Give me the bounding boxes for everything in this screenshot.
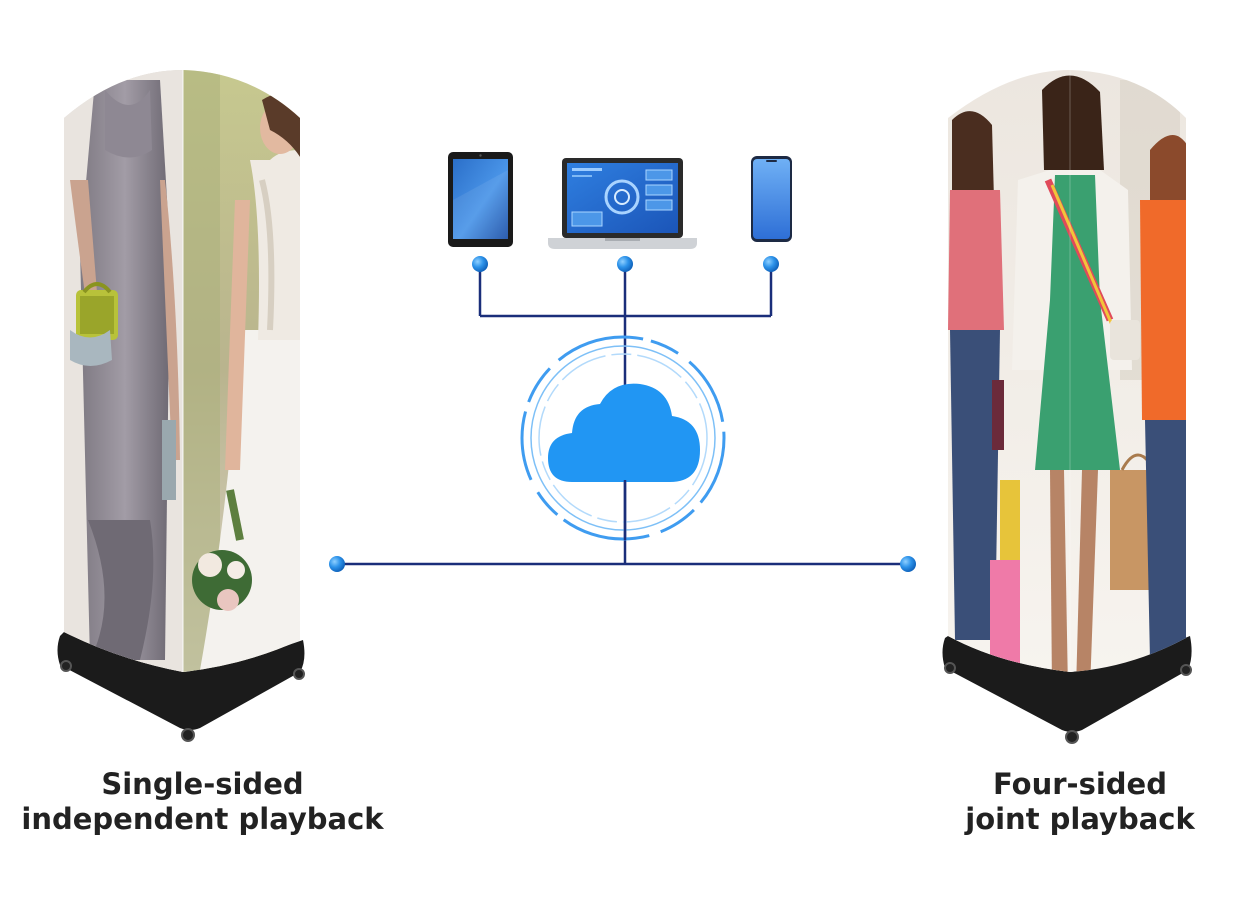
- left-face-fashion-image: [64, 70, 183, 672]
- laptop-node: [617, 256, 633, 272]
- device-nodes: [329, 256, 916, 572]
- cloud-hub: [520, 335, 726, 541]
- right-shopping-image: [948, 70, 1186, 672]
- right-display-caption: Four-sided joint playback: [920, 767, 1240, 837]
- left-wheel-front: [181, 728, 195, 742]
- hub-ring-middle: [530, 345, 716, 531]
- right-caption-line-1: Four-sided: [993, 767, 1167, 801]
- right-caption-line-2: joint playback: [965, 802, 1195, 836]
- left-caption-line-2: independent playback: [21, 802, 384, 836]
- right-wheel-right: [1180, 664, 1192, 676]
- right-wheel-left: [944, 662, 956, 674]
- left-wheel-left: [60, 660, 72, 672]
- tablet-icon: [448, 152, 513, 247]
- phone-node: [763, 256, 779, 272]
- right-display-base: [942, 636, 1192, 732]
- right-led-display: [942, 70, 1192, 744]
- left-display-node: [329, 556, 345, 572]
- left-display-caption: Single-sided independent playback: [20, 767, 385, 837]
- left-led-display: [57, 70, 305, 742]
- hub-ring-outer: [520, 335, 726, 541]
- right-wheel-front: [1065, 730, 1079, 744]
- left-display-base: [57, 632, 305, 730]
- left-caption-line-1: Single-sided: [101, 767, 304, 801]
- tablet-node: [472, 256, 488, 272]
- smartphone-icon: [751, 156, 792, 242]
- left-face-bride-image: [183, 70, 300, 672]
- hub-ring-inner: [538, 353, 708, 523]
- right-display-node: [900, 556, 916, 572]
- cloud-icon: [548, 383, 700, 482]
- laptop-icon: [548, 158, 697, 249]
- left-wheel-right: [293, 668, 305, 680]
